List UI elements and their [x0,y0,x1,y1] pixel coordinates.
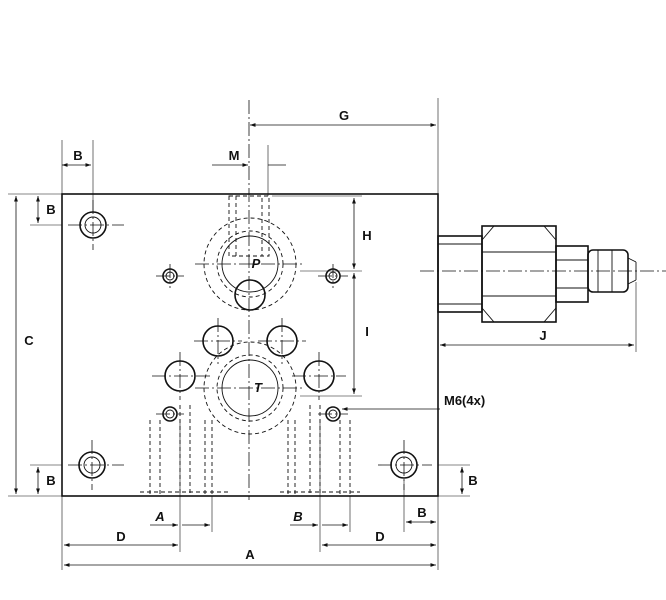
mounting-hole-bottom-right [378,440,432,490]
callout-m6: M6(4x) [444,393,485,408]
manifold-block-outline [61,193,439,497]
dim-label-h: H [362,228,371,243]
dim-label-b-right: B [468,473,477,488]
port-p [195,195,305,311]
port-t [195,341,305,435]
m6-hole-lower-right [318,406,348,422]
port-hole-mid-left [194,318,242,364]
dim-label-i: I [365,324,369,339]
port-label-t: T [254,380,263,395]
dim-label-d-right: D [375,529,384,544]
dim-label-c: C [24,333,34,348]
dim-label-b-left-bottom: B [46,473,55,488]
dim-label-g: G [339,108,349,123]
mounting-hole-bottom-left [68,440,124,490]
dim-label-b-bottom-right: B [417,505,426,520]
port-hole-side-left [152,352,210,400]
port-hole-mid-right [258,318,306,364]
relief-valve-body [420,225,666,323]
dim-label-m: M [229,148,240,163]
dim-label-d-left: D [116,529,125,544]
m6-hole-upper-right [318,264,348,288]
m6-hole-upper-left [156,264,184,288]
dim-label-j: J [539,328,546,343]
m6-hole-lower-left [156,406,184,422]
dim-label-b-top: B [73,148,82,163]
mounting-hole-top-left [68,200,124,250]
dim-label-a: A [245,547,255,562]
port-label-p: P [252,256,261,271]
port-hole-side-right [292,352,346,400]
dim-label-b-small: B [293,509,302,524]
dim-label-a-small: A [154,509,164,524]
dim-label-b-left-top: B [46,202,55,217]
